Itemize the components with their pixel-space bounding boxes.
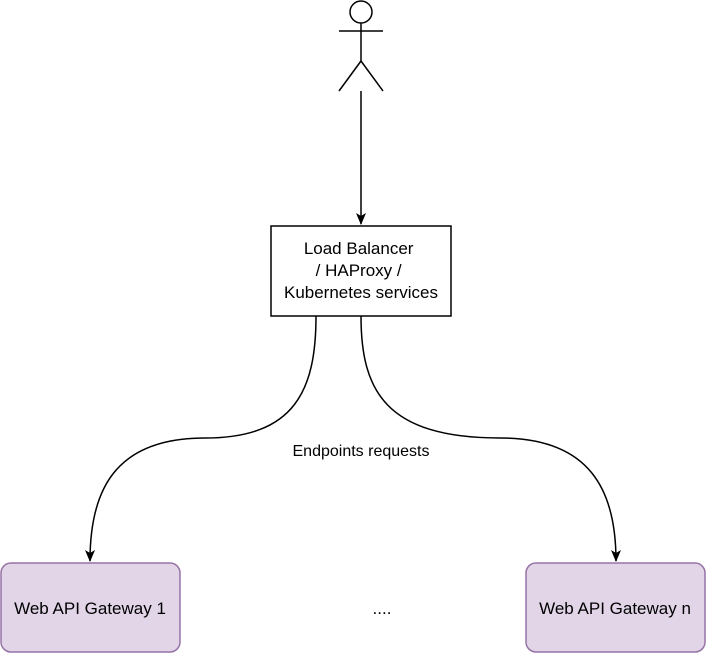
load-balancer-node: Load Balancer / HAProxy / Kubernetes ser… [270, 225, 452, 317]
load-balancer-label-line-3: Kubernetes services [284, 283, 438, 302]
load-balancer-label-line-2: / HAProxy / [316, 261, 402, 280]
svg-text:Load Balancer / HAProxy: Load Balancer / HAProxy / Kubernetes ser… [284, 239, 438, 302]
edge-to-gateway-1 [85, 315, 317, 562]
edge-to-gateway-n [360, 315, 621, 562]
gateway-n-node: Web API Gateway n [525, 562, 706, 653]
gateway-1-box [0, 562, 181, 653]
gateway-n-box [525, 562, 706, 653]
load-balancer-box [270, 225, 452, 317]
actor-icon [338, 0, 384, 92]
gateways-ellipsis: .... [373, 599, 392, 618]
load-balancer-label-line-1: Load Balancer [304, 239, 414, 258]
gateway-1-label: Web API Gateway 1 [14, 599, 166, 618]
gateway-1-node: Web API Gateway 1 [0, 562, 181, 653]
edge-label: Endpoints requests [293, 443, 430, 460]
gateway-n-label: Web API Gateway n [539, 599, 691, 618]
